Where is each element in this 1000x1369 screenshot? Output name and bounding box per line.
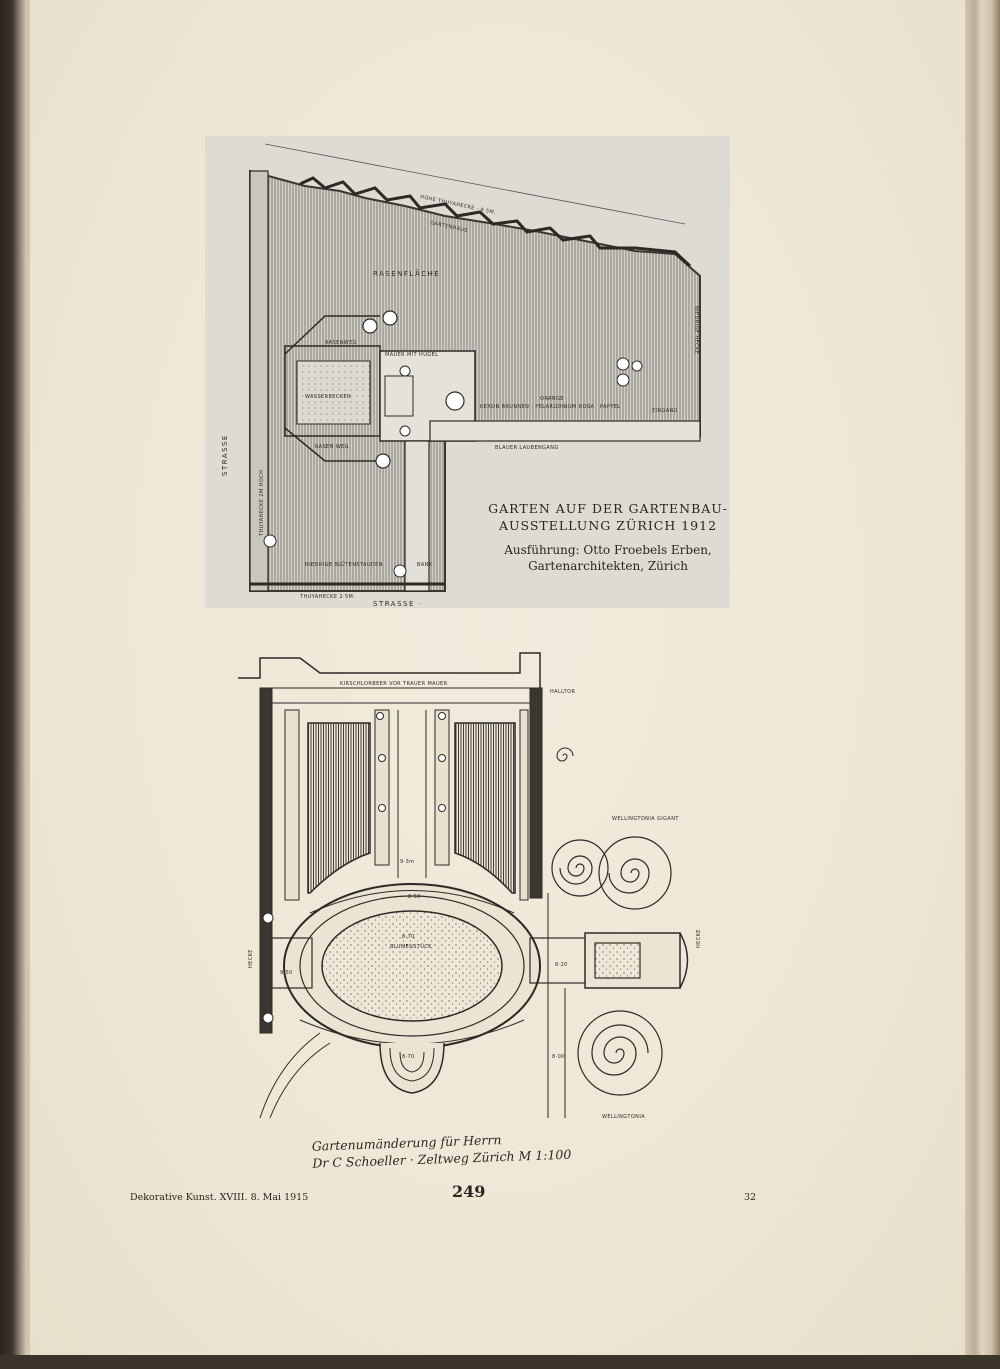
- boundary-line: [264, 143, 686, 225]
- spiral-tree-2: [598, 836, 672, 910]
- label-dim-middle: 9·3m: [400, 859, 414, 865]
- vertical-path: [404, 440, 430, 592]
- label-flower-bed: NIEDRIGE BLÜTENSTAUDEN: [305, 561, 383, 568]
- caption-title-line2: AUSSTELLUNG ZÜRICH 1912: [498, 518, 718, 533]
- right-hedge-wall: [529, 687, 543, 899]
- label-orange: ORANGE: [540, 396, 564, 402]
- plan-exhibition-drawing: HOHE THUYAHECKE · 4·5M. GARTENHAUS RASEN…: [205, 136, 730, 608]
- label-wellington-low: WELLINGTONIA: [602, 1114, 645, 1120]
- garden-plan-schoeller: KIRSCHLORBEER VOR TRAUER MAUER HALLTOR 8…: [230, 648, 715, 1126]
- label-top-path: KIRSCHLORBEER VOR TRAUER MAUER: [340, 681, 448, 687]
- center-pool: [321, 910, 503, 1022]
- spiral-small: [556, 747, 574, 762]
- label-wall: MAUER MIT HÜGEL: [385, 351, 438, 358]
- label-wellington: WELLINGTONIA GIGANT: [612, 816, 679, 822]
- hedge-top: [299, 176, 692, 268]
- garden-house: [384, 375, 414, 417]
- label-blue-arbor: BLAUER LAUBENGANG: [495, 445, 559, 451]
- label-dim-low: 8·00: [552, 1054, 565, 1060]
- caption-title-line1: GARTEN AUF DER GARTENBAU-: [488, 501, 728, 516]
- label-bench: BANK: [417, 562, 433, 568]
- label-fountain: KERON BRUNNEN · PELARGONIUM ROSA: [480, 404, 595, 410]
- page-number: 249: [452, 1182, 486, 1201]
- spiral-tree-3: [577, 1010, 663, 1096]
- garden-plan-exhibition: HOHE THUYAHECKE · 4·5M. GARTENHAUS RASEN…: [205, 136, 730, 608]
- label-dim-center: 8·50: [408, 894, 421, 900]
- label-lawn-path-bottom: RASEN WEG: [315, 444, 349, 450]
- label-right-hedge: HECKE: [696, 929, 702, 948]
- label-dim-right: 8·20: [555, 962, 568, 968]
- page-bottom-edge: [0, 1355, 1000, 1369]
- left-hedge-wall: [259, 687, 273, 1034]
- label-hedge-left: THUYAHECKE 2M HOCH: [259, 470, 265, 537]
- water-basin-area: [296, 360, 371, 425]
- label-dim-bottom: 8·70: [402, 1054, 415, 1060]
- label-street-bottom: STRASSE ·: [373, 600, 422, 608]
- spiral-tree-1: [551, 839, 609, 897]
- label-gate: HALLTOR: [550, 689, 575, 695]
- arbor-path: [429, 420, 701, 442]
- plan-schoeller-drawing: KIRSCHLORBEER VOR TRAUER MAUER HALLTOR 8…: [238, 652, 702, 1120]
- label-center-pool: BLUMENSTÜCK: [390, 943, 432, 950]
- lawn-bed-left: [307, 722, 371, 894]
- footer-signature: 32: [744, 1192, 757, 1203]
- left-strip: [249, 170, 269, 592]
- plan-caption: GARTEN AUF DER GARTENBAU- AUSSTELLUNG ZÜ…: [478, 500, 738, 574]
- lawn-bed-right: [454, 722, 516, 894]
- caption-credit-line2: Gartenarchitekten, Zürich: [528, 559, 688, 573]
- label-center-dim: 8·70: [402, 934, 415, 940]
- label-right-hedge: NIEDRIGE HECKE: [693, 306, 699, 354]
- label-lawn: RASENFLÄCHE: [373, 269, 440, 278]
- label-hedge-bottom: THUYAHECKE 2·5M.: [299, 594, 355, 600]
- label-entrance: EINGANG: [652, 408, 678, 414]
- label-left-hedge: HECKE: [248, 949, 254, 968]
- label-dim-left: 9·50: [280, 970, 293, 976]
- label-lawn-path-top: RASENWEG: [325, 340, 357, 346]
- label-street-left: STRASSE: [221, 434, 229, 476]
- bottom-stair: [379, 1042, 445, 1094]
- label-water-basin: WASSERBECKEN: [305, 394, 351, 400]
- footer-journal: Dekorative Kunst. XVIII. 8. Mai 1915: [130, 1192, 309, 1203]
- label-pergola: PAPPEL: [600, 404, 621, 410]
- caption-credit-line1: Ausführung: Otto Froebels Erben,: [504, 543, 712, 557]
